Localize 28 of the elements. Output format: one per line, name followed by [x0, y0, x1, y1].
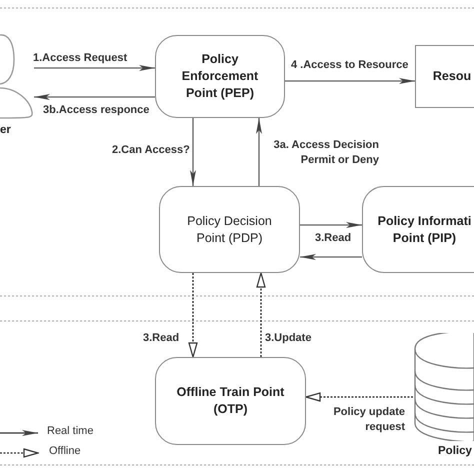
- node-label: Resou: [432, 68, 472, 85]
- legend-label: Offline: [49, 445, 81, 457]
- legend-label: Real time: [47, 425, 94, 437]
- node-caption: Policy: [438, 445, 472, 457]
- arrow: [34, 94, 155, 100]
- arrow: [190, 118, 196, 186]
- arrow: [305, 392, 413, 402]
- node-label: Policy Informati Point (PIP): [376, 212, 472, 246]
- process-box: [155, 357, 306, 445]
- arrow: [256, 272, 266, 357]
- process-box: [155, 35, 285, 118]
- resource-box: [415, 45, 474, 108]
- node-caption: er: [0, 124, 11, 136]
- process-box: [362, 186, 474, 273]
- arrow: [188, 273, 198, 358]
- arrow: [256, 118, 262, 186]
- node-label: Policy Enforcement Point (PEP): [180, 51, 260, 102]
- process-box: [159, 186, 300, 273]
- database-icon: [413, 333, 474, 441]
- arrow: [300, 254, 362, 260]
- arrow: [34, 65, 155, 71]
- node-label: Offline Train Point (OTP): [176, 384, 286, 418]
- arrow: [285, 78, 415, 84]
- edge-label: 3.Update: [264, 331, 312, 346]
- edge-label: 1.Access Request: [32, 51, 128, 66]
- edge-label: 3b.Access responce: [42, 103, 150, 118]
- arrow: [300, 222, 362, 228]
- node-label: Policy Decision Point (PDP): [186, 212, 273, 246]
